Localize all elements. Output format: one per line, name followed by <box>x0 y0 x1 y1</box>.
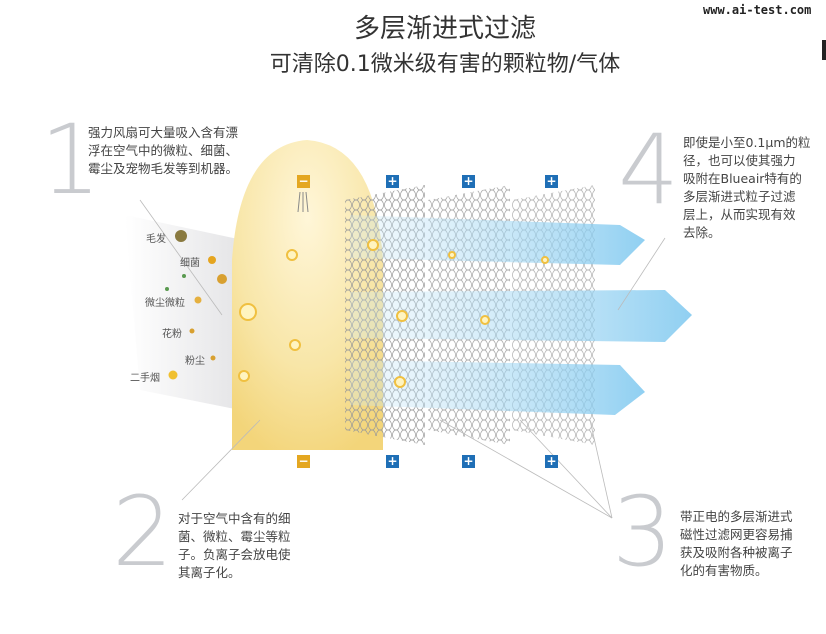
step-4-line: 多层渐进式粒子过滤 <box>683 189 796 204</box>
step-number-3: 3 <box>612 476 674 588</box>
step-3-line: 化的有害物质。 <box>680 563 768 578</box>
particles <box>165 230 549 388</box>
step-1-line: 霉尘及宠物毛发等到机器。 <box>88 161 239 176</box>
airflow-arrows <box>350 215 692 415</box>
step-3-text: 带正电的多层渐进式 磁性过滤网更容易捕 获及吸附各种被离子 化的有害物质。 <box>680 508 793 580</box>
step-4-line: 吸附在Blueair特有的 <box>683 171 802 186</box>
negative-charge-icon: − <box>297 454 310 468</box>
negative-charge-icon: − <box>297 174 310 188</box>
page-subtitle: 可清除0.1微米级有害的颗粒物/气体 <box>269 52 621 77</box>
watermark: www.ai-test.com <box>703 3 812 17</box>
positive-charge-icon: + <box>545 174 558 188</box>
step-number-2: 2 <box>112 476 174 588</box>
particle-label-pollen: 花粉 <box>162 329 182 340</box>
step-1-line: 强力风扇可大量吸入含有漂 <box>88 125 239 140</box>
positive-charge-icon: + <box>386 174 399 188</box>
edge-marker <box>822 40 826 60</box>
step-3-line: 获及吸附各种被离子 <box>680 545 793 560</box>
step-4-line: 去除。 <box>683 225 721 240</box>
step-2-line: 子。负离子会放电使 <box>178 547 291 562</box>
step-2-line: 对于空气中含有的细 <box>178 511 291 526</box>
step-1-line: 浮在空气中的微粒、细菌、 <box>88 143 239 158</box>
pointer-lines <box>139 199 666 519</box>
step-number-4: 4 <box>618 114 680 226</box>
particle-label-smoke: 二手烟 <box>130 373 160 384</box>
step-number-1: 1 <box>40 104 102 216</box>
step-3-line: 磁性过滤网更容易捕 <box>680 527 793 542</box>
positive-charge-icon: + <box>462 454 475 468</box>
page-title: 多层渐进式过滤 <box>353 14 536 44</box>
step-2-line: 菌、微粒、霉尘等粒 <box>178 529 291 544</box>
step-2-line: 其离子化。 <box>178 565 241 580</box>
positive-charge-icon: + <box>545 454 558 468</box>
step-4-line: 径，也可以使其强力 <box>683 153 796 168</box>
particle-label-hair: 毛发 <box>146 234 166 245</box>
particle-label-dust: 粉尘 <box>185 356 205 367</box>
step-3-line: 带正电的多层渐进式 <box>680 509 793 524</box>
step-4-text: 即使是小至0.1μm的粒 径，也可以使其强力 吸附在Blueair特有的 多层渐… <box>683 134 811 242</box>
step-4-line: 即使是小至0.1μm的粒 <box>683 135 811 150</box>
step-2-text: 对于空气中含有的细 菌、微粒、霉尘等粒 子。负离子会放电使 其离子化。 <box>178 510 291 582</box>
step-1-text: 强力风扇可大量吸入含有漂 浮在空气中的微粒、细菌、 霉尘及宠物毛发等到机器。 <box>88 124 238 178</box>
particle-label-microparticles: 微尘微粒 <box>145 298 185 309</box>
step-4-line: 层上，从而实现有效 <box>683 207 796 222</box>
positive-charge-icon: + <box>386 454 399 468</box>
positive-charge-icon: + <box>462 174 475 188</box>
particle-label-bacteria: 细菌 <box>180 258 200 269</box>
ionizer-brush <box>297 191 309 213</box>
